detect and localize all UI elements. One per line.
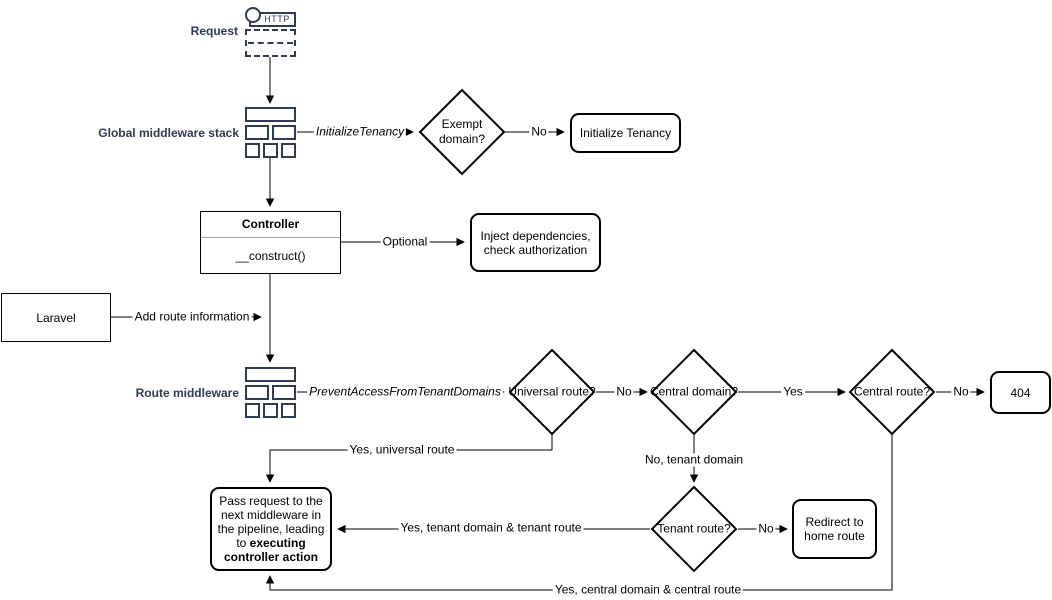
icon-cell: [281, 403, 296, 418]
node-controller: Controller __construct(): [200, 211, 341, 274]
edge-label-exempt-no: No: [529, 124, 549, 139]
request-label: Request: [190, 24, 238, 38]
edge-label-add-route-information: Add route information: [132, 309, 252, 324]
icon-row: [245, 125, 296, 140]
central-domain-diamond: [650, 348, 738, 436]
central-route-text: Central route?: [853, 384, 931, 399]
edge-label-central-route-no: No: [951, 384, 971, 399]
icon-cell: [245, 385, 269, 400]
icon-cell: [281, 143, 296, 158]
exempt-domain-diamond: [418, 88, 506, 176]
icon-cell: [272, 385, 296, 400]
edge-label-universal-no: No: [614, 384, 634, 399]
route-middleware-label: Route middleware: [135, 386, 239, 400]
icon-cell: [245, 143, 260, 158]
icon-row: [245, 385, 296, 400]
icon-cell: [263, 403, 278, 418]
node-laravel: Laravel: [1, 293, 111, 342]
icon-row: [245, 403, 296, 418]
universal-route-text: Universal route?: [508, 384, 596, 399]
pass-request-bold: executing controller action: [223, 536, 318, 564]
icon-cell: [245, 403, 260, 418]
global-middleware-stack-icon: [245, 107, 296, 158]
tenant-route-text: Tenant route?: [657, 521, 731, 536]
central-domain-text: Central domain?: [649, 384, 739, 399]
icon-row: [245, 143, 296, 158]
icon-cell: [245, 125, 269, 140]
edge-label-tenant-yes: Yes, tenant domain & tenant route: [398, 520, 584, 535]
icon-cell: [272, 125, 296, 140]
route-middleware-icon: [245, 367, 296, 418]
universal-route-diamond: [508, 348, 596, 436]
global-middleware-stack-label: Global middleware stack: [98, 126, 239, 140]
edge-label-initialize-tenancy: InitializeTenancy: [313, 124, 407, 139]
icon-row: [245, 107, 296, 122]
node-404: 404: [990, 371, 1051, 414]
exempt-domain-text: Exempt domain?: [438, 117, 486, 146]
icon-cell: [263, 143, 278, 158]
edge-label-universal-yes: Yes, universal route: [347, 442, 457, 457]
http-body-icon: [245, 29, 296, 57]
http-request-icon: HTTP: [245, 7, 296, 57]
http-circle-icon: [245, 7, 261, 23]
edge-label-tenant-route-no: No: [756, 521, 776, 536]
icon-row: [245, 367, 296, 382]
edge-label-prevent-access: PreventAccessFromTenantDomains: [307, 384, 503, 399]
icon-cell: [245, 107, 296, 122]
node-inject-dependencies: Inject dependencies, check authorization: [470, 213, 601, 272]
edge-label-central-yes: Yes, central domain & central route: [552, 582, 744, 597]
tenant-route-diamond: [650, 485, 738, 573]
controller-title: Controller: [201, 212, 340, 238]
edge-label-tenant-domain-no: No, tenant domain: [642, 452, 746, 467]
http-body-divider: [248, 42, 293, 44]
pass-request-text: Pass request to the next middleware in t…: [214, 494, 328, 564]
edge-label-central-domain-yes: Yes: [781, 384, 805, 399]
pass-request-normal: Pass request to the next middleware in t…: [217, 494, 325, 550]
icon-cell: [245, 367, 296, 382]
edge-label-optional: Optional: [380, 234, 430, 249]
central-route-diamond: [848, 348, 936, 436]
controller-method: __construct(): [235, 249, 306, 263]
node-pass-request: Pass request to the next middleware in t…: [210, 487, 332, 571]
node-initialize-tenancy: Initialize Tenancy: [570, 113, 681, 153]
node-redirect-home: Redirect to home route: [792, 499, 877, 559]
